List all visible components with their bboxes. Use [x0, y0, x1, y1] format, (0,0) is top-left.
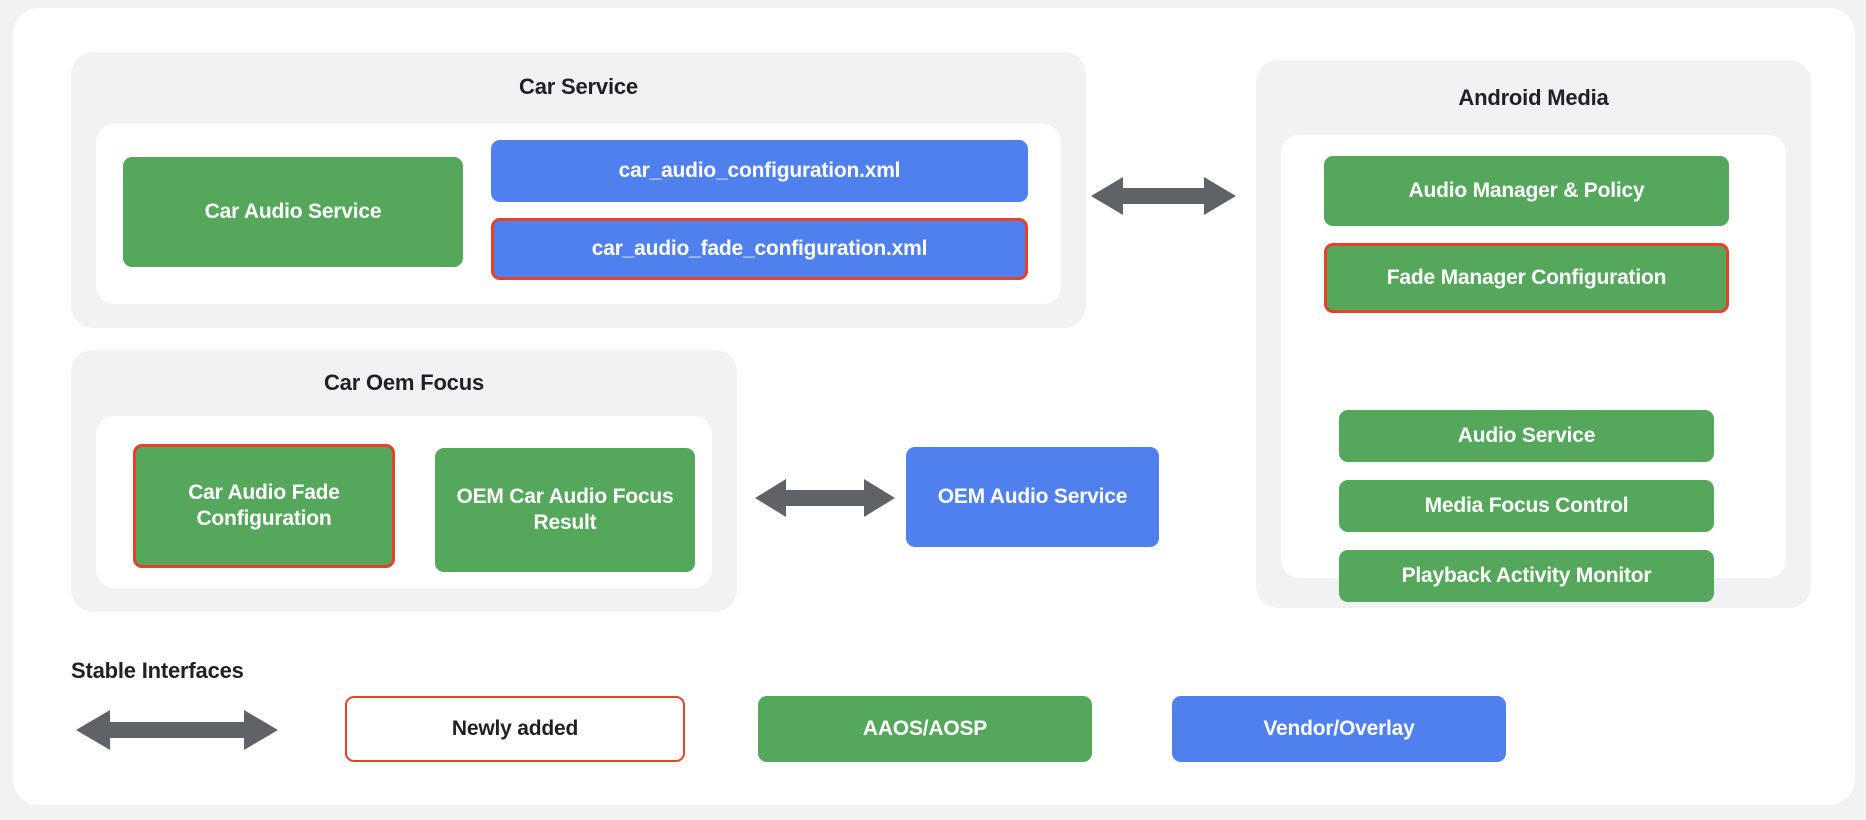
node-car-audio-fade-configuration-xml[interactable]: car_audio_fade_configuration.xml — [491, 218, 1028, 280]
diagram-card: Car Service Car Audio Service car_audio_… — [13, 8, 1855, 805]
node-car-audio-fade-configuration[interactable]: Car Audio Fade Configuration — [133, 444, 395, 568]
legend-stable-interfaces-arrow-icon — [76, 708, 278, 752]
legend-chip-newly-added[interactable]: Newly added — [345, 696, 685, 762]
node-audio-manager-and-policy[interactable]: Audio Manager & Policy — [1324, 156, 1729, 226]
arrow-car-service-to-android-media — [1091, 175, 1236, 217]
legend-chip-vendor-overlay[interactable]: Vendor/Overlay — [1172, 696, 1506, 762]
group-android-media-title: Android Media — [1458, 85, 1609, 110]
node-car-audio-configuration-xml[interactable]: car_audio_configuration.xml — [491, 140, 1028, 202]
node-playback-activity-monitor[interactable]: Playback Activity Monitor — [1339, 550, 1714, 602]
node-oem-car-audio-focus-result[interactable]: OEM Car Audio Focus Result — [435, 448, 695, 572]
group-car-oem-focus: Car Oem Focus Car Audio Fade Configurati… — [71, 350, 737, 612]
arrow-car-oem-focus-to-oem-audio-service — [755, 477, 895, 519]
group-android-media: Android Media Audio Manager & Policy Fad… — [1256, 60, 1811, 608]
node-car-audio-service[interactable]: Car Audio Service — [123, 157, 463, 267]
legend-chip-aaos-aosp[interactable]: AAOS/AOSP — [758, 696, 1092, 762]
group-car-service-title: Car Service — [519, 74, 638, 99]
group-car-service: Car Service Car Audio Service car_audio_… — [71, 52, 1086, 328]
node-audio-service[interactable]: Audio Service — [1339, 410, 1714, 462]
legend-stable-interfaces-label: Stable Interfaces — [71, 658, 244, 683]
node-fade-manager-configuration[interactable]: Fade Manager Configuration — [1324, 243, 1729, 313]
group-car-oem-focus-title: Car Oem Focus — [323, 370, 484, 395]
node-media-focus-control[interactable]: Media Focus Control — [1339, 480, 1714, 532]
node-oem-audio-service[interactable]: OEM Audio Service — [906, 447, 1159, 547]
